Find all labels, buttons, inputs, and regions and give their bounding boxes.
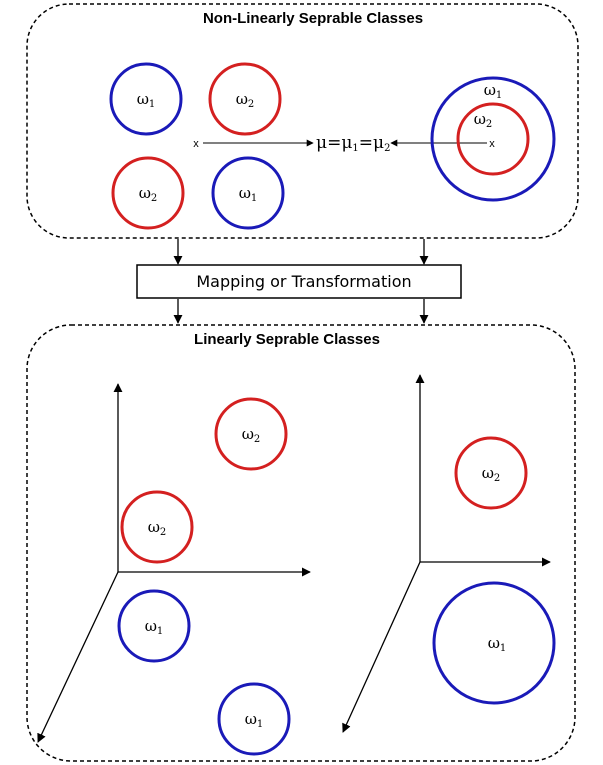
svg-text:ω2: ω2 xyxy=(148,518,167,538)
class-circle-omega2: ω2 xyxy=(214,397,288,471)
svg-text:ω1: ω1 xyxy=(245,710,264,730)
mean-label: μ=μ1=μ2 xyxy=(316,133,390,154)
class-circle-omega1: ω1 xyxy=(109,62,183,136)
svg-text:ω2: ω2 xyxy=(474,110,493,130)
transformation-box: Mapping or Transformation xyxy=(136,264,462,299)
svg-text:ω2: ω2 xyxy=(236,90,255,110)
bottom-panel-title: Linearly Seprable Classes xyxy=(194,331,380,348)
class-circle-omega2: ω2 xyxy=(111,156,185,230)
bottom-panel-border xyxy=(26,324,576,762)
class-circle-omega2: ω2 xyxy=(454,436,528,510)
svg-text:ω2: ω2 xyxy=(242,425,261,445)
axes-left xyxy=(37,383,311,743)
transformation-label: Mapping or Transformation xyxy=(196,272,411,291)
class-circle-omega2: ω2 xyxy=(208,62,282,136)
top-panel-border xyxy=(26,3,579,239)
axes-right xyxy=(342,374,551,733)
class-circle-omega1: ω1 xyxy=(117,589,191,663)
class-circle-omega2-inner: ω2 xyxy=(456,102,530,176)
svg-text:ω2: ω2 xyxy=(139,184,158,204)
mean-marker-right: x xyxy=(489,138,495,150)
top-panel: Non-Linearly Seprable Classes ω1 ω2 ω2 ω… xyxy=(26,3,579,239)
class-circle-omega1: ω1 xyxy=(217,682,291,756)
svg-text:ω1: ω1 xyxy=(137,90,156,110)
mean-marker-left: x xyxy=(193,138,199,150)
svg-text:ω1: ω1 xyxy=(488,634,507,654)
svg-text:ω1: ω1 xyxy=(484,81,503,101)
svg-text:ω1: ω1 xyxy=(239,184,258,204)
class-circle-omega1-large: ω1 xyxy=(432,581,556,705)
svg-text:ω2: ω2 xyxy=(482,464,501,484)
bottom-panel: Linearly Seprable Classes ω2 ω2 ω1 ω1 xyxy=(26,324,576,762)
class-circle-omega1: ω1 xyxy=(211,156,285,230)
class-circle-omega1-outer: ω1 xyxy=(430,76,556,202)
class-circle-omega2: ω2 xyxy=(120,490,194,564)
svg-text:ω1: ω1 xyxy=(145,617,164,637)
top-panel-title: Non-Linearly Seprable Classes xyxy=(203,10,423,27)
